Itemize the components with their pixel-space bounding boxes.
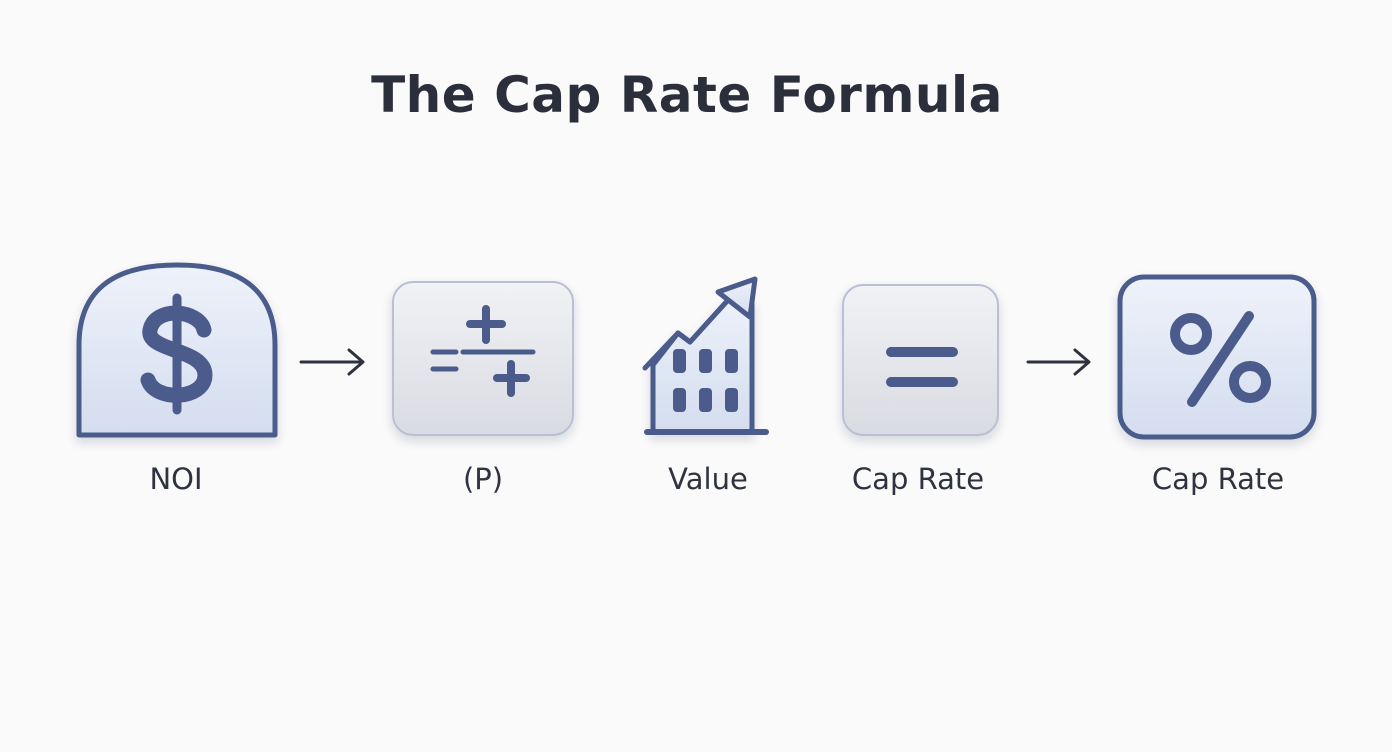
dollar-sign-icon [76,262,278,438]
step-label-cap-rate-equals: Cap Rate [851,462,985,496]
arrow-right-icon [1026,348,1091,376]
equals-icon [842,284,999,436]
diagram-title: The Cap Rate Formula [371,66,1003,124]
step-label-cap-rate-percent: Cap Rate [1151,462,1285,496]
rising-building-icon [642,276,769,435]
step-label-noi: NOI [149,462,203,496]
math-operators-icon [392,281,574,436]
step-label-value: Value [668,462,748,496]
percent-icon [1117,274,1317,440]
arrow-right-icon [299,348,365,376]
step-label-p: (P) [462,462,504,496]
